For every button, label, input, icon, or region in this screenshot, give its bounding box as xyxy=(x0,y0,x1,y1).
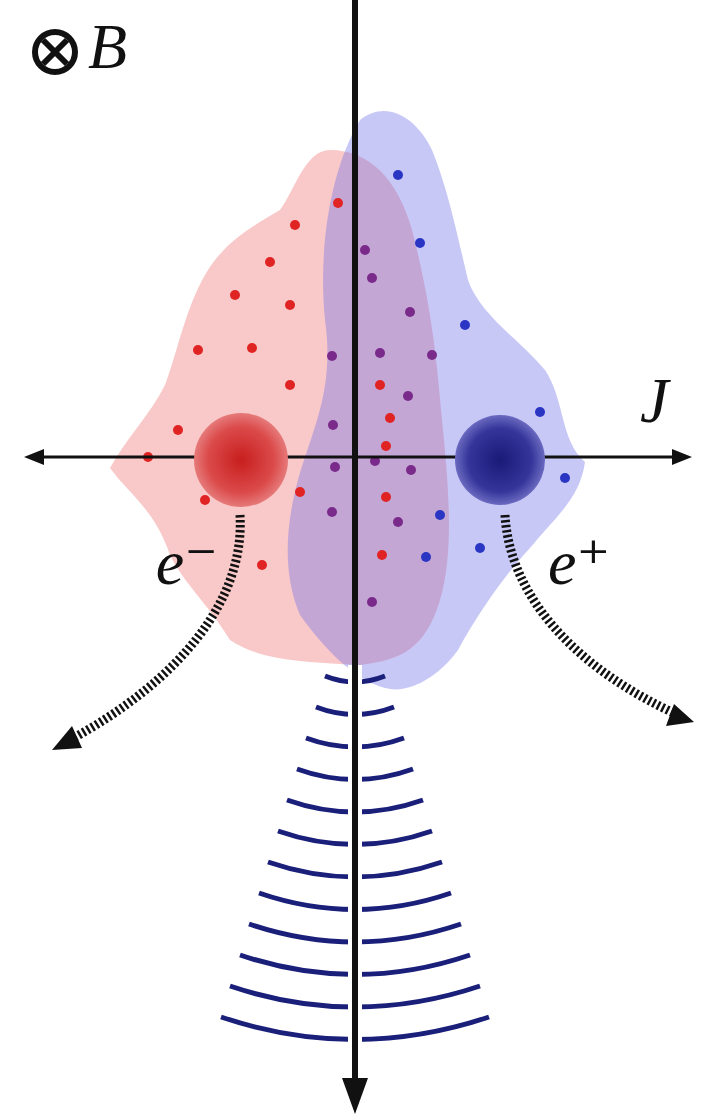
positron-label: e⁺ xyxy=(548,528,610,598)
field-label: B xyxy=(88,12,127,82)
field-into-page-symbol xyxy=(35,32,75,72)
electron-label: e⁻ xyxy=(156,528,218,598)
axes xyxy=(24,0,692,1114)
drift-arrows xyxy=(52,515,694,750)
mixed-dots xyxy=(327,245,437,607)
positron-particle xyxy=(455,415,545,505)
current-label: J xyxy=(640,366,668,436)
electron-particle xyxy=(194,413,288,507)
positron-dots xyxy=(393,170,570,562)
